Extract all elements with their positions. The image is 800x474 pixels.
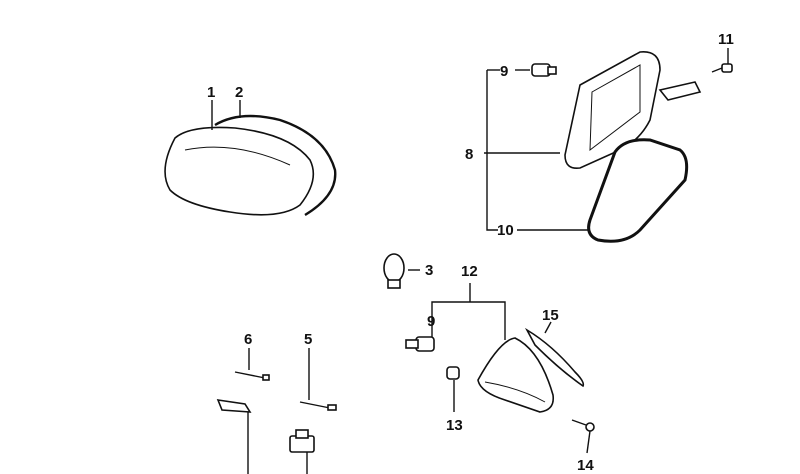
mirror-gasket[interactable] (587, 138, 689, 243)
callout-2: 2 (235, 84, 243, 101)
lens-gasket[interactable] (214, 114, 337, 217)
callout-1: 1 (207, 84, 215, 101)
bulb-socket-lower[interactable] (405, 336, 435, 352)
callout-5: 5 (304, 331, 312, 348)
callout-14: 14 (577, 457, 594, 474)
callout-9-lower: 9 (427, 313, 435, 330)
callout-9-top: 9 (500, 63, 508, 80)
callout-12: 12 (461, 263, 478, 280)
cable-6[interactable] (234, 371, 270, 381)
connector-housing-5[interactable] (289, 429, 315, 453)
callout-3: 3 (425, 262, 433, 279)
leader-lines (211, 48, 729, 474)
indicator-housing[interactable] (477, 337, 555, 413)
bulb[interactable] (383, 253, 405, 289)
nut-13[interactable] (446, 366, 460, 380)
indicator-lens[interactable] (524, 327, 585, 388)
callout-11: 11 (718, 31, 734, 48)
callout-6: 6 (244, 331, 252, 348)
tail-light-lens[interactable] (164, 126, 315, 216)
callout-15: 15 (542, 307, 559, 324)
connector-block-6[interactable] (216, 399, 252, 413)
screw-14[interactable] (571, 419, 595, 432)
bulb-socket-top[interactable] (531, 63, 557, 77)
cable-5[interactable] (299, 401, 337, 411)
callout-8: 8 (465, 146, 473, 163)
callout-10: 10 (497, 222, 514, 239)
screw-11[interactable] (711, 63, 733, 73)
mirror-housing[interactable] (564, 51, 702, 170)
callout-13: 13 (446, 417, 463, 434)
